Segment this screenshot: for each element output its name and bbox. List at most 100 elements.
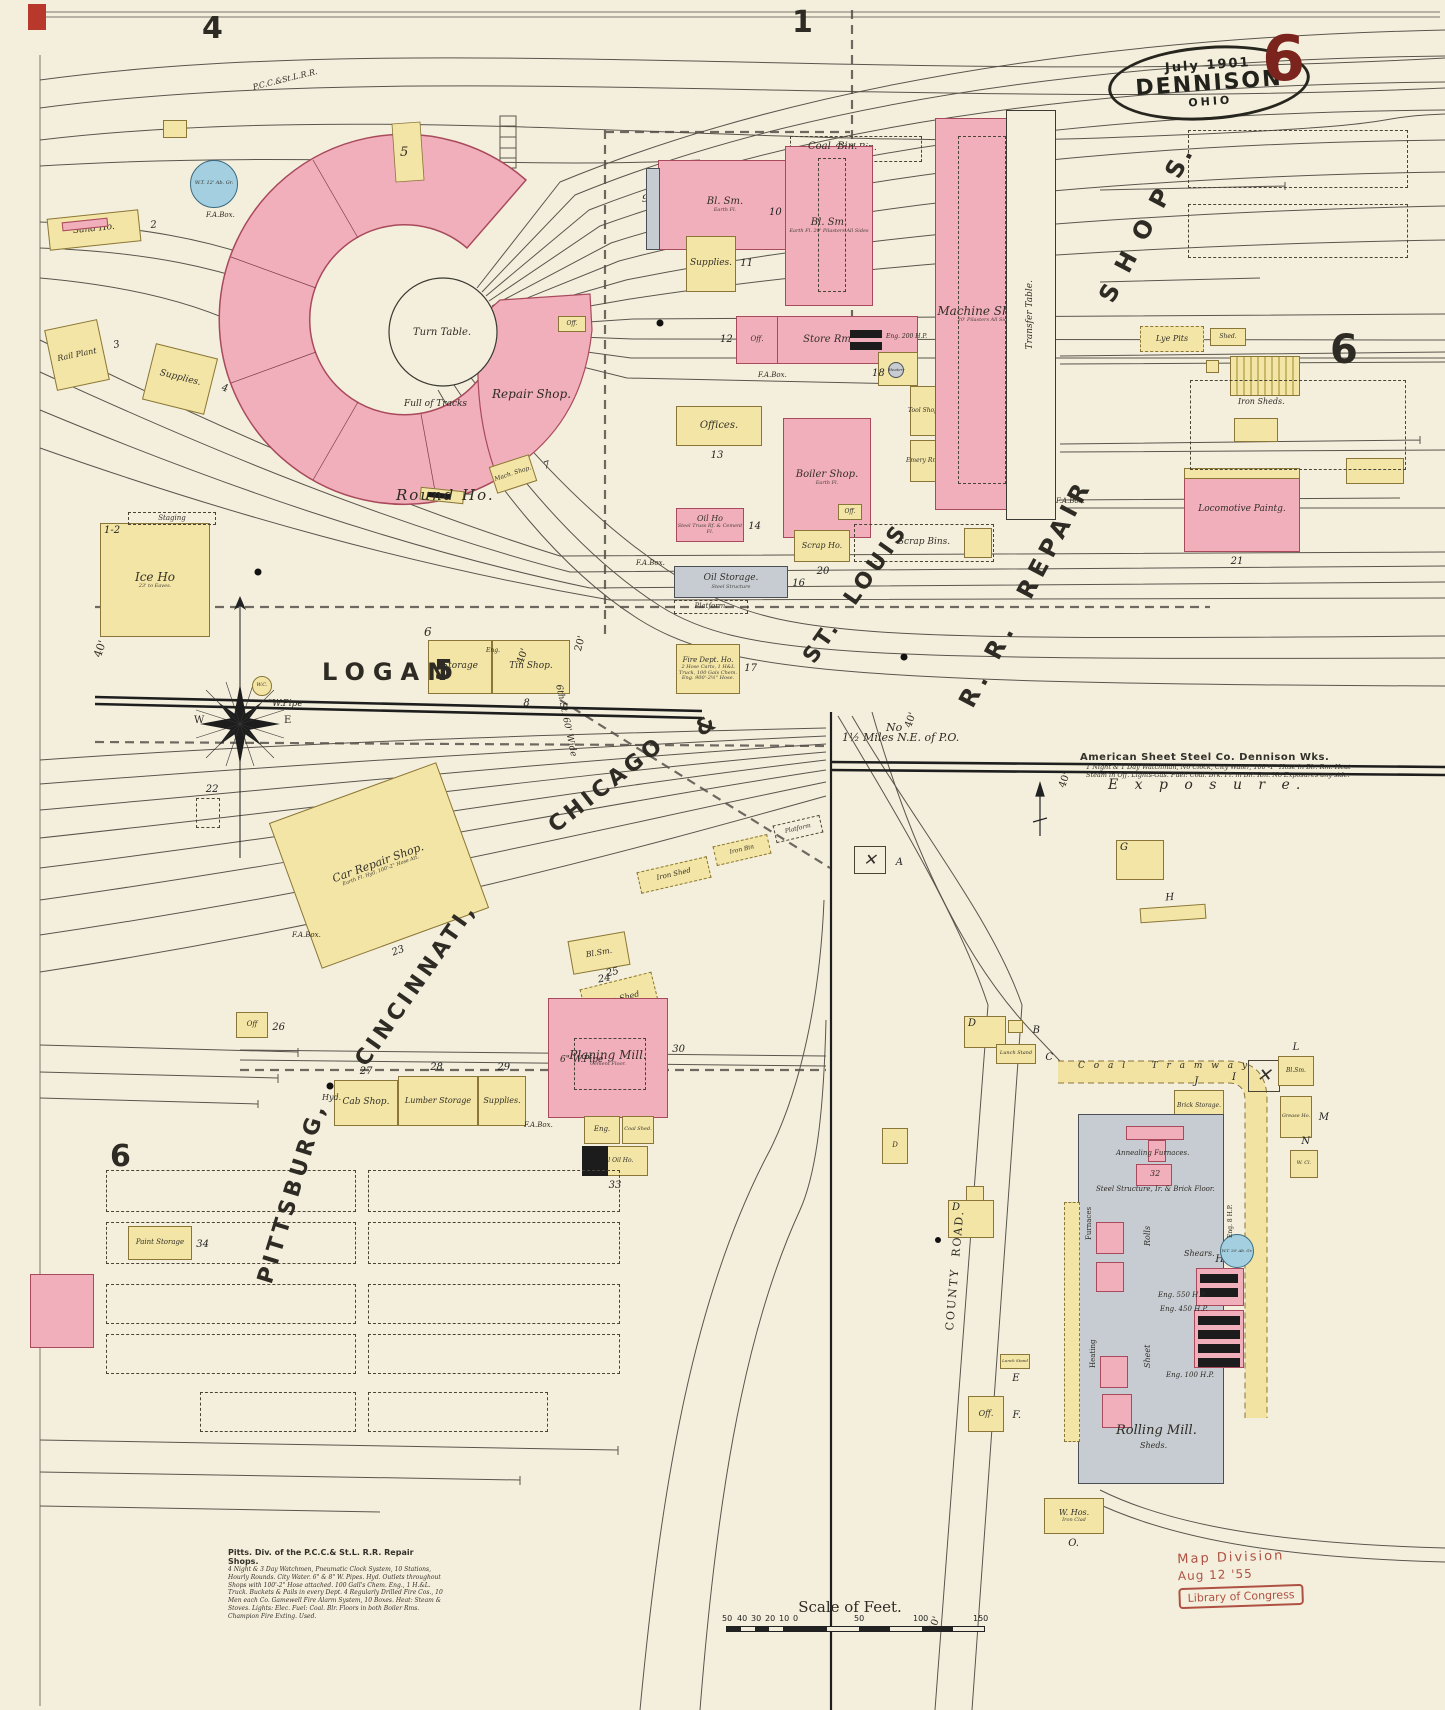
- map-label: No: [886, 721, 903, 734]
- building-label: W. Hos.: [1058, 1507, 1090, 1517]
- building-label: Off.: [566, 319, 578, 327]
- building-label: Lunch Stand: [999, 1050, 1033, 1057]
- map-label: F.A.Box.: [206, 211, 235, 219]
- building: Tin Shop.8: [492, 640, 570, 709]
- map-label: Shears.: [1184, 1249, 1215, 1258]
- building-label: Staging: [158, 513, 186, 522]
- building-number: 30: [672, 1043, 685, 1055]
- building: Transfer Table.: [1006, 110, 1056, 520]
- building: Scrap Ho.20: [794, 530, 850, 577]
- building: Offices.13: [676, 406, 762, 461]
- building: Off.: [558, 316, 586, 332]
- building-number: 21: [1230, 556, 1244, 567]
- building-number: 1-2: [104, 525, 121, 536]
- building: Locomotive Paintg.21: [1184, 468, 1300, 567]
- building-label: Brick Storage.: [1177, 1101, 1221, 1109]
- building-label: Store Rm: [803, 333, 851, 345]
- building-number: M: [1318, 1112, 1329, 1124]
- building-label: Scrap Bins.: [897, 537, 951, 548]
- building-label: Lumber Storage: [404, 1095, 472, 1105]
- building: [582, 1146, 608, 1176]
- map-label: Rolling Mill.: [1116, 1423, 1197, 1438]
- building: [818, 158, 846, 292]
- building: [1198, 1330, 1240, 1339]
- scale-tick: 50: [722, 1614, 733, 1623]
- map-label: Eng. 100 H.P.: [1166, 1371, 1214, 1379]
- steel-co-note: American Sheet Steel Co. Dennison Wks. 1…: [1080, 752, 1362, 779]
- building: Bl. Sm.Earth Fl.9: [642, 160, 792, 250]
- map-label: F.A.Box.: [758, 371, 787, 379]
- map-label: 1: [792, 5, 813, 40]
- map-label: Coal Bin.: [808, 141, 858, 152]
- building: [1102, 1394, 1132, 1428]
- building: [850, 342, 882, 350]
- map-label: Eng. 200 H.P.: [886, 333, 928, 340]
- building: [1198, 1344, 1240, 1353]
- building-label: Eng.: [593, 1125, 611, 1134]
- building-number: 29: [497, 1062, 511, 1073]
- building-label: Storage: [442, 661, 478, 672]
- map-label: Annealing Furnaces.: [1116, 1149, 1190, 1157]
- building: Heater.18: [872, 362, 904, 379]
- scale-tick: 0: [793, 1614, 799, 1623]
- stamp-line-3: Library of Congress: [1178, 1583, 1304, 1610]
- building-number: D: [968, 1018, 977, 1029]
- corner-mark: [28, 4, 46, 30]
- state-name: OHIO: [1187, 93, 1233, 110]
- map-label: W: [194, 715, 205, 726]
- building-label: ✕: [1256, 1064, 1272, 1086]
- map-label: LOGAN: [322, 658, 456, 686]
- building-number: G: [1120, 842, 1128, 853]
- sheet-number: 6: [1262, 22, 1306, 95]
- building: Shed.: [1210, 328, 1246, 346]
- building-number: A: [895, 856, 903, 868]
- building-number: F.: [1012, 1409, 1021, 1421]
- building: [368, 1334, 620, 1374]
- building-label: Cab Shop.: [342, 1097, 390, 1108]
- building: Supplies.29: [478, 1062, 526, 1126]
- building: [1188, 130, 1408, 188]
- building-number: 16: [792, 578, 805, 590]
- building-label: D: [892, 1141, 898, 1150]
- building-sublabel: Iron Clad: [1062, 1517, 1086, 1524]
- turntable: [388, 277, 498, 387]
- building: [850, 330, 882, 338]
- map-label: Full of Tracks: [404, 399, 468, 409]
- building-label: Coal Oil Ho.: [596, 1156, 634, 1164]
- building-label: W.T. 20' Ab. Gr.: [1221, 1247, 1253, 1253]
- map-label: F.A.Box.: [524, 1121, 553, 1129]
- building: [368, 1170, 620, 1212]
- building-label: Off.: [750, 335, 764, 344]
- building: Off.: [736, 316, 778, 364]
- map-label: 6: [424, 625, 432, 639]
- map-label: Hyd.: [322, 1093, 342, 1102]
- building: Lye Pits: [1140, 326, 1204, 352]
- map-label: E x p o s u r e.: [1108, 777, 1307, 793]
- scale-tick: 100: [913, 1614, 929, 1623]
- building-label: Off.: [978, 1408, 994, 1418]
- map-label: 6" W.Pipe: [560, 1055, 604, 1065]
- building-label: Oil Storage.: [703, 573, 759, 584]
- building-number: 9: [642, 194, 648, 205]
- map-label: F.A.Box.: [636, 559, 665, 567]
- building: [1188, 204, 1408, 258]
- steel-co-title: American Sheet Steel Co. Dennison Wks.: [1080, 752, 1330, 763]
- map-label: "W.Pipe: [268, 699, 303, 709]
- map-label: Eng.: [486, 647, 500, 654]
- building-number: D: [952, 1202, 961, 1213]
- loc-stamp: Map Division Aug 12 '55 Library of Congr…: [1177, 1548, 1304, 1610]
- map-label: Round Ho.: [396, 486, 495, 504]
- building-sublabel: Earth Fl. 20' Pilasters All Sides: [789, 228, 869, 235]
- map-label: E: [284, 715, 292, 726]
- building: [1346, 458, 1404, 484]
- building: [1064, 1202, 1080, 1442]
- building: Cab Shop.27: [334, 1066, 398, 1126]
- scale-bar-coarse: [795, 1626, 985, 1632]
- building: Scrap Bins.: [854, 524, 994, 562]
- building-number: 17: [744, 663, 757, 675]
- building-label: Lunch Stand: [1002, 1358, 1028, 1364]
